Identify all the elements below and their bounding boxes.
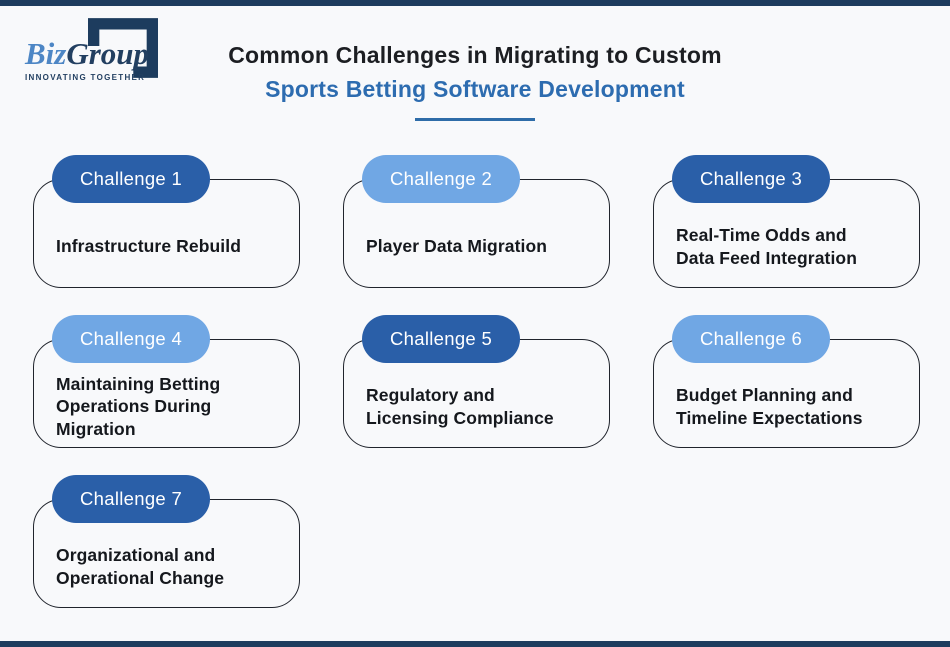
challenge-card-1: Challenge 1 Infrastructure Rebuild bbox=[33, 155, 300, 288]
challenge-6-box: Budget Planning and Timeline Expectation… bbox=[653, 339, 920, 448]
logo-tagline: INNOVATING TOGETHER bbox=[25, 73, 146, 82]
challenge-4-box: Maintaining Betting Operations During Mi… bbox=[33, 339, 300, 448]
challenge-1-badge: Challenge 1 bbox=[52, 155, 211, 203]
title-line-2: Sports Betting Software Development bbox=[265, 76, 685, 102]
challenge-5-badge: Challenge 5 bbox=[362, 315, 521, 363]
logo-wordmark: BizGroup bbox=[25, 38, 175, 69]
title-underline bbox=[415, 118, 535, 121]
challenge-card-4: Challenge 4 Maintaining Betting Operatio… bbox=[33, 315, 300, 448]
logo-mark-icon bbox=[88, 18, 158, 83]
challenge-3-badge: Challenge 3 bbox=[672, 155, 831, 203]
challenge-2-badge: Challenge 2 bbox=[362, 155, 521, 203]
challenge-card-6: Challenge 6 Budget Planning and Timeline… bbox=[653, 315, 920, 448]
challenge-5-text: Regulatory and Licensing Compliance bbox=[366, 385, 554, 428]
challenge-card-5: Challenge 5 Regulatory and Licensing Com… bbox=[343, 315, 610, 448]
challenge-card-2: Challenge 2 Player Data Migration bbox=[343, 155, 610, 288]
challenge-card-7: Challenge 7 Organizational and Operation… bbox=[33, 475, 300, 608]
challenge-card-3: Challenge 3 Real-Time Odds and Data Feed… bbox=[653, 155, 920, 288]
logo-word-blue: Biz bbox=[25, 36, 67, 71]
challenge-2-text: Player Data Migration bbox=[366, 236, 548, 257]
challenges-grid: Challenge 1 Infrastructure Rebuild Chall… bbox=[33, 155, 920, 608]
logo-word-navy: Group bbox=[66, 36, 150, 71]
challenge-3-text: Real-Time Odds and Data Feed Integration bbox=[676, 225, 858, 268]
bottom-border-bar bbox=[0, 641, 950, 647]
challenge-7-text: Organizational and Operational Change bbox=[56, 545, 225, 588]
challenge-4-text: Maintaining Betting Operations During Mi… bbox=[56, 374, 221, 439]
challenge-2-box: Player Data Migration bbox=[343, 179, 610, 288]
top-border-bar bbox=[0, 0, 950, 6]
biz4group-logo: BizGroup INNOVATING TOGETHER bbox=[25, 12, 175, 102]
challenge-6-text: Budget Planning and Timeline Expectation… bbox=[676, 385, 863, 428]
challenge-6-badge: Challenge 6 bbox=[672, 315, 831, 363]
page-title: Common Challenges in Migrating to Custom… bbox=[0, 42, 950, 121]
challenge-7-badge: Challenge 7 bbox=[52, 475, 211, 523]
challenge-1-text: Infrastructure Rebuild bbox=[56, 236, 242, 257]
challenge-4-badge: Challenge 4 bbox=[52, 315, 211, 363]
challenge-7-box: Organizational and Operational Change bbox=[33, 499, 300, 608]
title-line-1: Common Challenges in Migrating to Custom bbox=[228, 42, 722, 68]
